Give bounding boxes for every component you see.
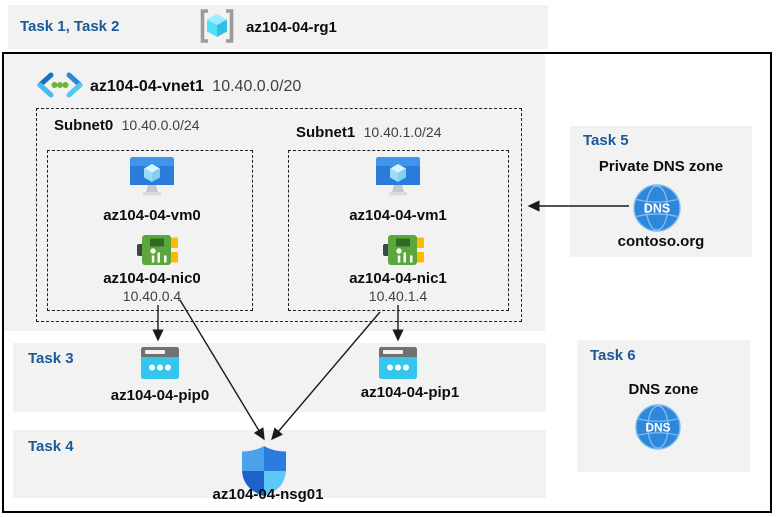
nic1-name: az104-04-nic1 bbox=[349, 270, 447, 287]
vnet-panel bbox=[4, 54, 545, 331]
nic-icon bbox=[137, 235, 178, 265]
nic-icon bbox=[383, 235, 424, 265]
dns-icon-text: DNS bbox=[645, 420, 670, 434]
pip1-name: az104-04-pip1 bbox=[360, 384, 460, 401]
public-ip-icon bbox=[379, 347, 417, 379]
subnet0-cidr: 10.40.0.0/24 bbox=[121, 117, 200, 133]
vm1-name: az104-04-vm1 bbox=[349, 207, 447, 224]
nic1-ip: 10.40.1.4 bbox=[368, 288, 428, 304]
task3-label: Task 3 bbox=[28, 350, 74, 367]
private-dns-zone-name: contoso.org bbox=[617, 233, 705, 250]
public-ip-icon bbox=[141, 347, 179, 379]
vm-icon bbox=[130, 157, 174, 196]
diagram-outer-border bbox=[2, 52, 772, 513]
subnet1-cidr: 10.40.1.0/24 bbox=[363, 124, 442, 140]
nsg-name: az104-04-nsg01 bbox=[212, 486, 324, 503]
resource-group-icon bbox=[200, 9, 234, 43]
pip0-name: az104-04-pip0 bbox=[110, 387, 210, 404]
private-dns-zone-title: Private DNS zone bbox=[598, 158, 724, 175]
vnet-cidr: 10.40.0.0/20 bbox=[212, 78, 302, 95]
vm-icon bbox=[376, 157, 420, 196]
dns-zone-title: DNS zone bbox=[628, 381, 699, 398]
vnet-name: az104-04-vnet1 bbox=[90, 78, 204, 95]
dns-globe-icon: DNS bbox=[635, 404, 681, 450]
subnet1-name: Subnet1 bbox=[296, 124, 356, 141]
vnet-header: az104-04-vnet1 10.40.0.0/20 bbox=[90, 78, 301, 96]
subnet1-header: Subnet1 10.40.1.0/24 bbox=[296, 124, 442, 142]
virtual-network-icon bbox=[37, 72, 83, 98]
task-1-2-label: Task 1, Task 2 bbox=[20, 18, 120, 35]
nic0-ip: 10.40.0.4 bbox=[122, 288, 182, 304]
nic0-name: az104-04-nic0 bbox=[103, 270, 201, 287]
dns-icon-text: DNS bbox=[644, 202, 670, 216]
task-1-2-band bbox=[8, 5, 548, 49]
dns-globe-icon: DNS bbox=[633, 184, 681, 232]
subnet0-box bbox=[47, 150, 253, 311]
resource-group-name: az104-04-rg1 bbox=[246, 19, 337, 36]
subnet0-header: Subnet0 10.40.0.0/24 bbox=[54, 117, 200, 135]
vm0-name: az104-04-vm0 bbox=[103, 207, 201, 224]
subnet0-name: Subnet0 bbox=[54, 117, 114, 134]
nsg-shield-icon bbox=[242, 446, 286, 496]
task6-label: Task 6 bbox=[590, 347, 636, 364]
task5-label: Task 5 bbox=[583, 132, 629, 149]
task4-label: Task 4 bbox=[28, 438, 74, 455]
